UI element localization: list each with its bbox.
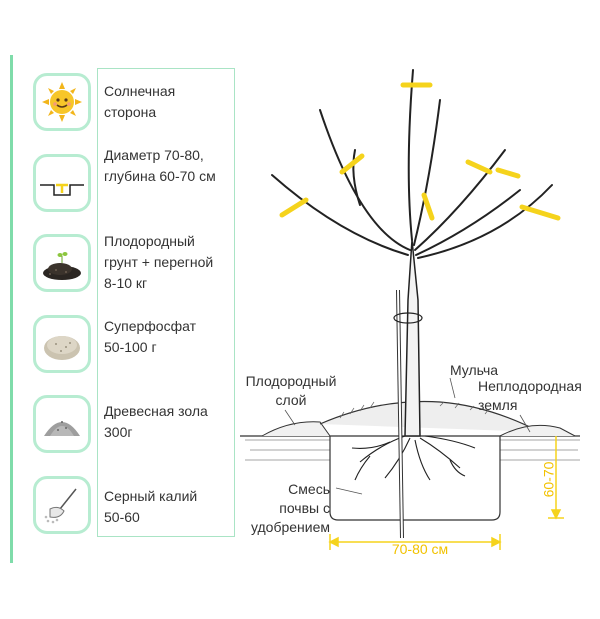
legend-icon-box-superphosphate: [33, 315, 91, 373]
depth-dimension: [548, 436, 564, 520]
legend-text-soil: Плодородный грунт + перегной 8-10 кг: [104, 233, 214, 291]
superphosphate-icon: [44, 336, 80, 360]
soil-pile-icon: [43, 252, 81, 280]
tree-trunk: [404, 239, 421, 437]
fertile-layer-label: Плодородный слой: [245, 373, 337, 408]
soil-mix-label: Смесь почвы с удобрением: [250, 481, 330, 535]
planting-hole-icon: [40, 183, 84, 196]
fertile-layer-callout: [284, 409, 296, 426]
infertile-soil-mound: [499, 424, 576, 437]
planting-hole: [329, 436, 501, 521]
accent-bar: [10, 55, 13, 563]
wood-ash-icon: [44, 421, 80, 436]
legend-text-panel: [97, 68, 235, 537]
potassium-sulfate-icon: [44, 488, 77, 524]
depth-dimension-label: 60-70: [540, 461, 557, 498]
legend-text-hole: Диаметр 70-80, глубина 60-70 см: [104, 147, 216, 184]
mulch-layer: [319, 400, 541, 433]
roots: [351, 435, 476, 481]
pruning-markers: [279, 82, 561, 221]
legend-text-sun: Солнечная сторона: [104, 83, 176, 120]
mulch-texture: [339, 401, 490, 419]
fertile-layer-mound: [261, 421, 331, 437]
legend-icon-box-soil: [33, 234, 91, 292]
tree-planting-diagram: [240, 69, 580, 550]
mulch-callout: [449, 377, 456, 399]
legend-icon-box-sun: [33, 73, 91, 131]
infertile-soil-label: Неплодородная земля: [478, 378, 582, 413]
width-dimension: [328, 534, 502, 550]
legend-text-superphosphate: Суперфосфат 50-100 г: [104, 318, 196, 355]
legend-text-potassium: Серный калий 50-60: [104, 488, 198, 525]
soil-hatching: [245, 439, 580, 461]
legend-text-ash: Древесная зола 300г: [104, 403, 208, 440]
legend-icon-box-hole: [33, 154, 91, 212]
legend-icon-box-ash: [33, 395, 91, 453]
stake-tie: [393, 312, 423, 324]
infertile-soil-callout: [519, 414, 531, 433]
width-dimension-label: 70-80 см: [391, 541, 449, 557]
sun-icon: [42, 82, 82, 122]
branches: [271, 69, 553, 259]
legend-icon-box-potassium: [33, 476, 91, 534]
mulch-label: Мульча: [449, 362, 499, 378]
soil-mix-callout: [335, 487, 363, 495]
